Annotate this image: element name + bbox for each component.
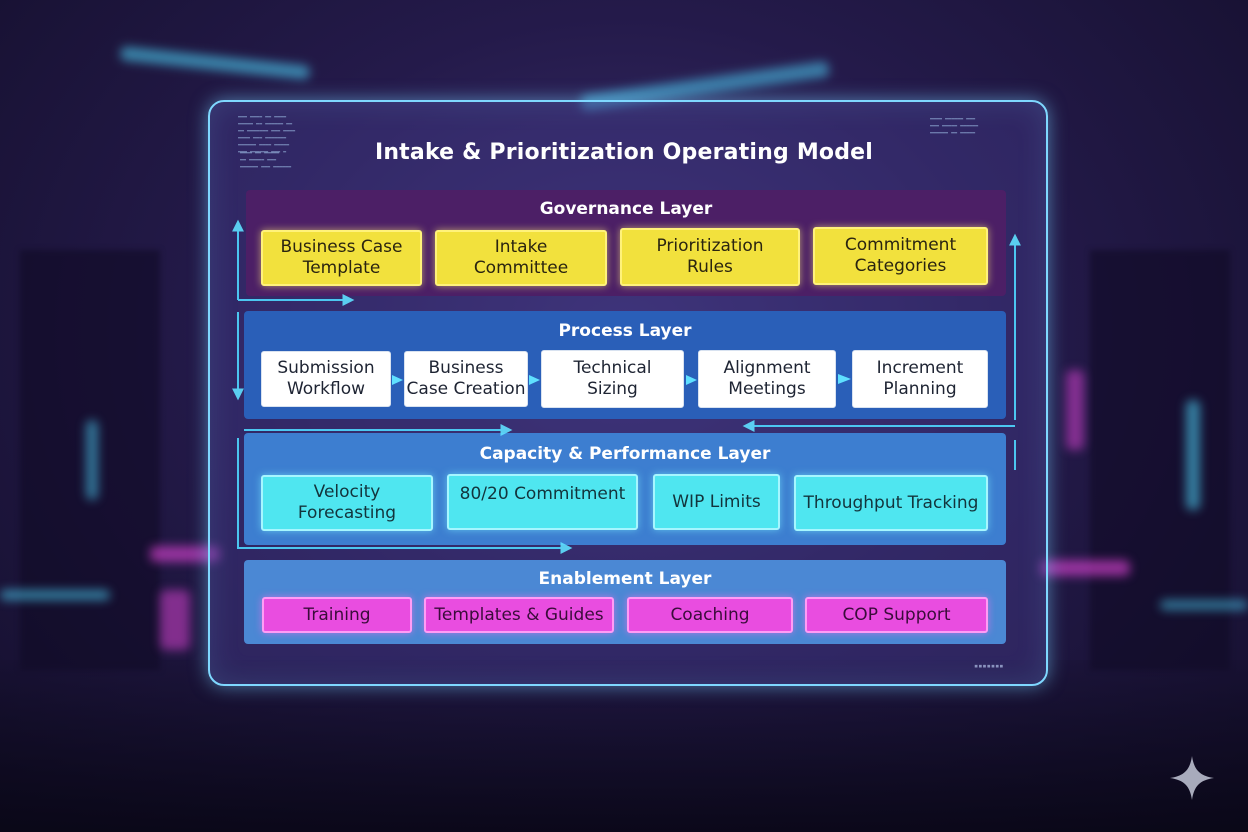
sparkle-icon bbox=[1170, 756, 1214, 800]
arrow-right-icon bbox=[392, 375, 403, 385]
neon-strip bbox=[160, 590, 190, 650]
enablement-layer-title: Enablement Layer bbox=[538, 569, 712, 589]
arrow-right-icon bbox=[529, 375, 540, 385]
training-box: Training bbox=[262, 597, 412, 633]
left-process-connector bbox=[237, 438, 573, 554]
process-layer-title: Process Layer bbox=[558, 321, 692, 341]
arrow-right-icon bbox=[686, 375, 697, 385]
neon-strip bbox=[1186, 400, 1200, 510]
panel-code-decoration: ▬▬▬▬ ▬▬ ▬▬▬▬▬ ▬▬ ▬▬▬▬▬ ▬▬▬ ▬▬▬▬▬▬ ▬▬▬ ▬▬… bbox=[240, 150, 292, 170]
diagram-title: Intake & Prioritization Operating Model bbox=[374, 140, 874, 165]
panel-code-decoration: ▬▬▬▬ ▬▬▬▬▬▬ ▬▬▬ ▬▬▬ ▬▬▬▬▬ ▬▬▬▬▬▬ ▬▬▬▬▬▬ … bbox=[930, 116, 979, 136]
commitment-80-20-box: 80/20 Commitment bbox=[447, 474, 638, 530]
neon-strip bbox=[86, 420, 98, 500]
coaching-box: Coaching bbox=[627, 597, 793, 633]
arrow-right-icon bbox=[838, 374, 851, 384]
wip-limits-box: WIP Limits bbox=[653, 474, 780, 530]
throughput-tracking-box: Throughput Tracking bbox=[794, 475, 988, 531]
corner-logo: ▪▪▪▪▪▪▪ bbox=[974, 662, 1004, 670]
templates-guides-box: Templates & Guides bbox=[424, 597, 614, 633]
neon-strip bbox=[0, 590, 110, 600]
panel-code-decoration: ▬▬▬ ▬▬▬▬ ▬▬ ▬▬▬▬ ▬▬▬▬▬ ▬▬ ▬▬▬▬▬▬ ▬▬ ▬▬ ▬… bbox=[238, 114, 296, 155]
neon-strip bbox=[1040, 560, 1130, 576]
governance-layer-title: Governance Layer bbox=[539, 199, 713, 219]
cop-support-box: COP Support bbox=[805, 597, 988, 633]
capacity-layer-title: Capacity & Performance Layer bbox=[479, 444, 771, 464]
floor-shadow bbox=[0, 660, 1248, 832]
neon-strip bbox=[1160, 600, 1248, 610]
neon-strip bbox=[150, 546, 220, 562]
neon-strip bbox=[1066, 370, 1084, 450]
